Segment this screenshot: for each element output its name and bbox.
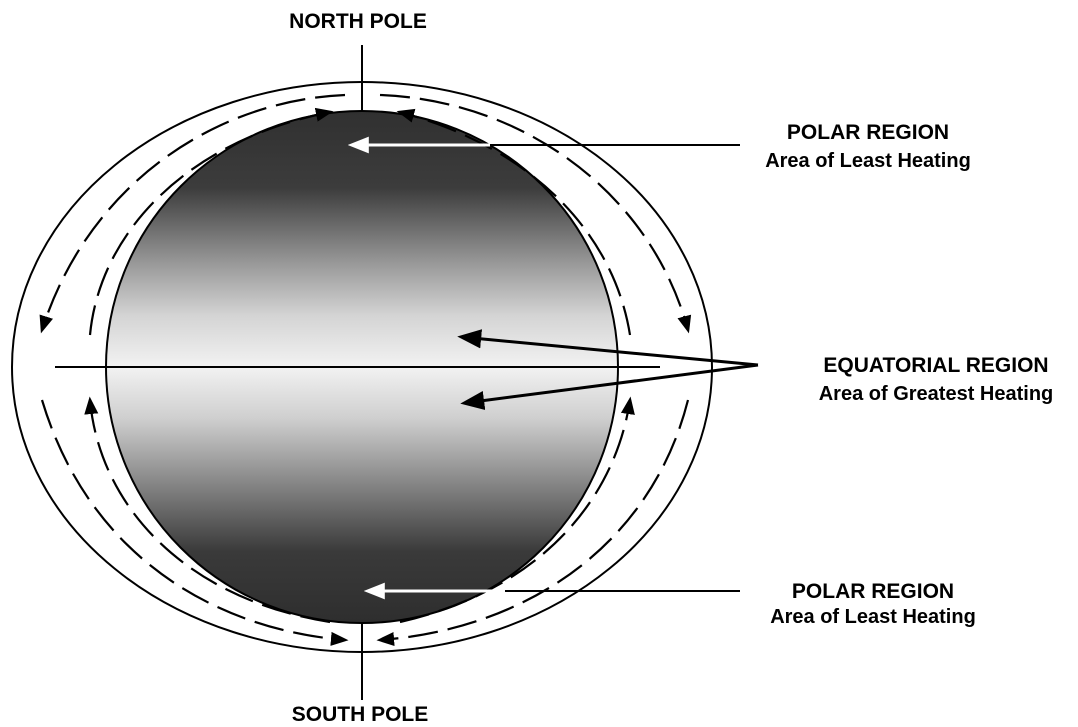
equatorial-region-title: EQUATORIAL REGION bbox=[823, 354, 1048, 377]
circulation-path-ne-outer bbox=[379, 93, 692, 334]
equatorial-pointer-upper bbox=[457, 329, 759, 367]
circulation-path-se-outer bbox=[376, 399, 690, 647]
circulation-path-sw-outer bbox=[40, 399, 349, 646]
polar-region-south-title: POLAR REGION bbox=[792, 580, 954, 603]
south-pole-label: SOUTH POLE bbox=[292, 703, 429, 726]
circulation-path-ne-inner bbox=[396, 108, 632, 336]
circulation-path-nw-outer bbox=[39, 93, 346, 334]
circulation-path-se-inner bbox=[399, 396, 635, 624]
polar-region-south-subtitle: Area of Least Heating bbox=[770, 606, 976, 628]
circulation-path-sw-inner bbox=[84, 396, 331, 624]
north-pole-label: NORTH POLE bbox=[289, 10, 427, 33]
polar-region-north-title: POLAR REGION bbox=[787, 121, 949, 144]
circulation-path-nw-inner bbox=[88, 107, 334, 336]
circulation-cells bbox=[39, 93, 692, 647]
equatorial-pointer-lower bbox=[460, 363, 759, 411]
polar-region-north-subtitle: Area of Least Heating bbox=[765, 150, 971, 172]
equatorial-region-subtitle: Area of Greatest Heating bbox=[819, 383, 1054, 405]
